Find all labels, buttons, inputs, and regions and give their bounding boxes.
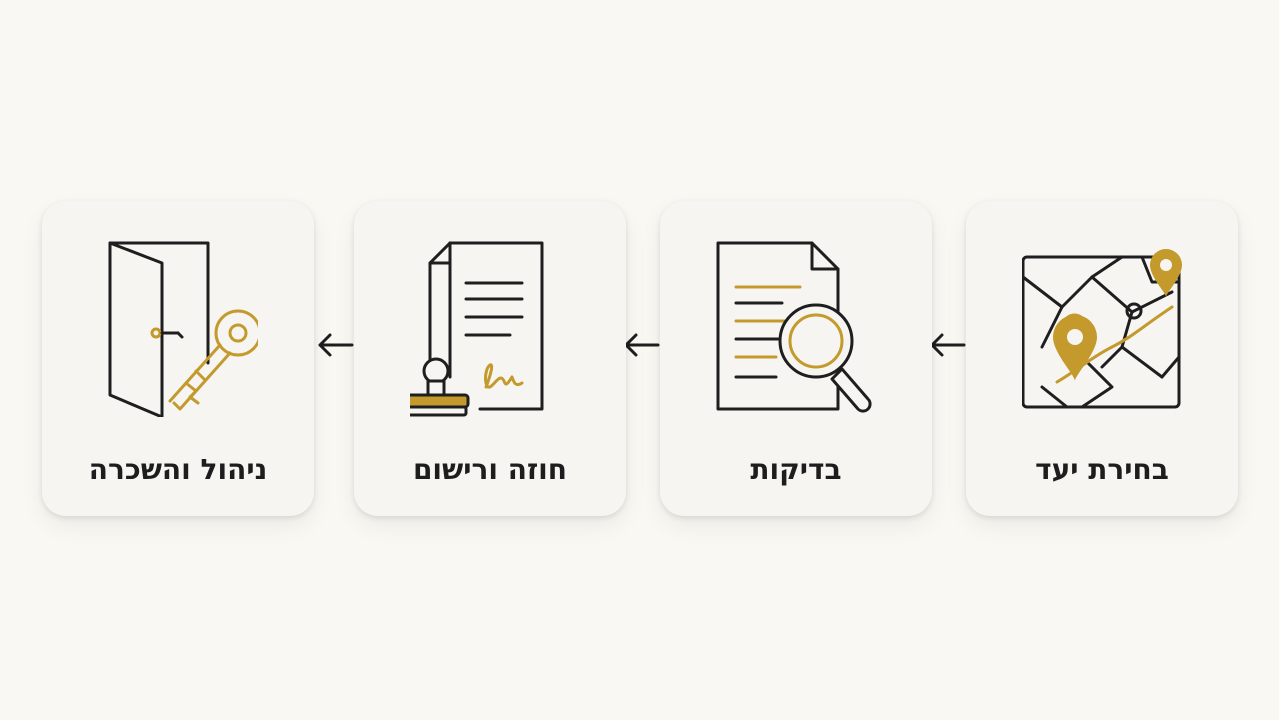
step-card-checks: בדיקות [660,201,932,516]
map-pin-icon [1022,249,1182,409]
arrow-left-icon [318,333,354,357]
step-label: בחירת יעד [1035,453,1169,486]
document-search-icon [716,241,872,413]
step-card-contract: חוזה ורישום [354,201,626,516]
step-label: בדיקות [750,453,842,486]
contract-stamp-icon [410,241,544,417]
arrow-left-icon [624,333,660,357]
step-label: ניהול והשכרה [88,453,268,486]
step-card-destination: בחירת יעד [966,201,1238,516]
door-key-icon [108,241,258,417]
arrow-left-icon [930,333,966,357]
step-card-management: ניהול והשכרה [42,201,314,516]
step-label: חוזה ורישום [412,453,568,486]
